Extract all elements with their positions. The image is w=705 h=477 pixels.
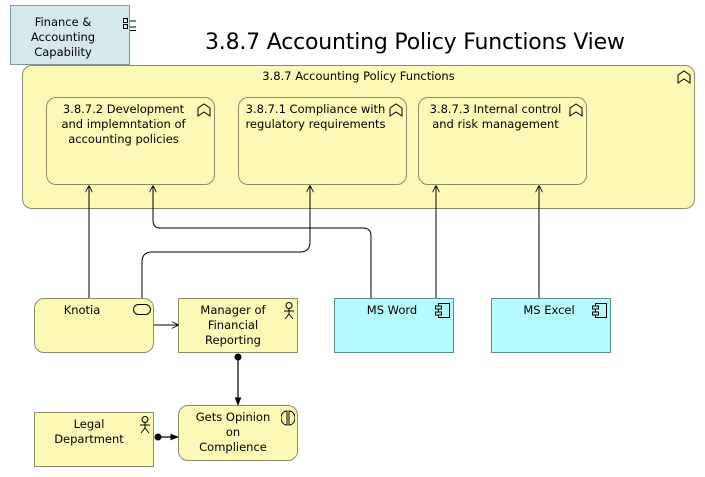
application-component-icon [435, 303, 450, 318]
capability-label: Finance & Accounting Capability [30, 15, 96, 59]
serving-msword-development [153, 186, 372, 298]
function-label: 3.8.7.1 Compliance with regulatory requi… [245, 102, 386, 131]
function-group-label: 3.8.7 Accounting Policy Functions [262, 69, 455, 83]
component-ms-excel[interactable]: MS Excel [491, 298, 611, 353]
actor-icon [284, 302, 294, 320]
serving-knotia-compliance [141, 186, 310, 298]
component-label: MS Word [366, 303, 418, 317]
actor-manager-financial-reporting[interactable]: Manager of Financial Reporting [178, 298, 298, 353]
capability-icon [123, 18, 136, 31]
interaction-label: Gets Opinion on Complience [195, 410, 271, 454]
capability-finance-accounting[interactable]: Finance & Accounting Capability [10, 5, 136, 65]
actor-legal-department[interactable]: Legal Department [34, 412, 154, 467]
interaction-icon [281, 410, 295, 426]
actor-label: Legal Department [54, 417, 124, 446]
function-label: 3.8.7.3 Internal control and risk manage… [429, 102, 562, 131]
service-knotia[interactable]: Knotia [34, 298, 154, 353]
function-icon [569, 103, 583, 117]
function-icon [677, 70, 691, 84]
interaction-gets-opinion[interactable]: Gets Opinion on Complience [178, 405, 298, 461]
function-icon [197, 103, 211, 117]
actor-icon [140, 416, 150, 434]
function-development-accounting-policies[interactable]: 3.8.7.2 Development and implemntation of… [46, 97, 215, 185]
function-compliance-regulatory[interactable]: 3.8.7.1 Compliance with regulatory requi… [238, 97, 407, 185]
application-component-icon [592, 303, 607, 318]
component-ms-word[interactable]: MS Word [334, 298, 454, 353]
function-internal-control-risk[interactable]: 3.8.7.3 Internal control and risk manage… [418, 97, 587, 185]
application-service-icon [133, 304, 151, 315]
function-icon [389, 103, 403, 117]
function-label: 3.8.7.2 Development and implemntation of… [61, 102, 186, 146]
actor-label: Manager of Financial Reporting [200, 303, 266, 347]
diagram-title: 3.8.7 Accounting Policy Functions View [205, 30, 625, 55]
component-label: MS Excel [523, 303, 575, 317]
service-label: Knotia [63, 303, 101, 317]
